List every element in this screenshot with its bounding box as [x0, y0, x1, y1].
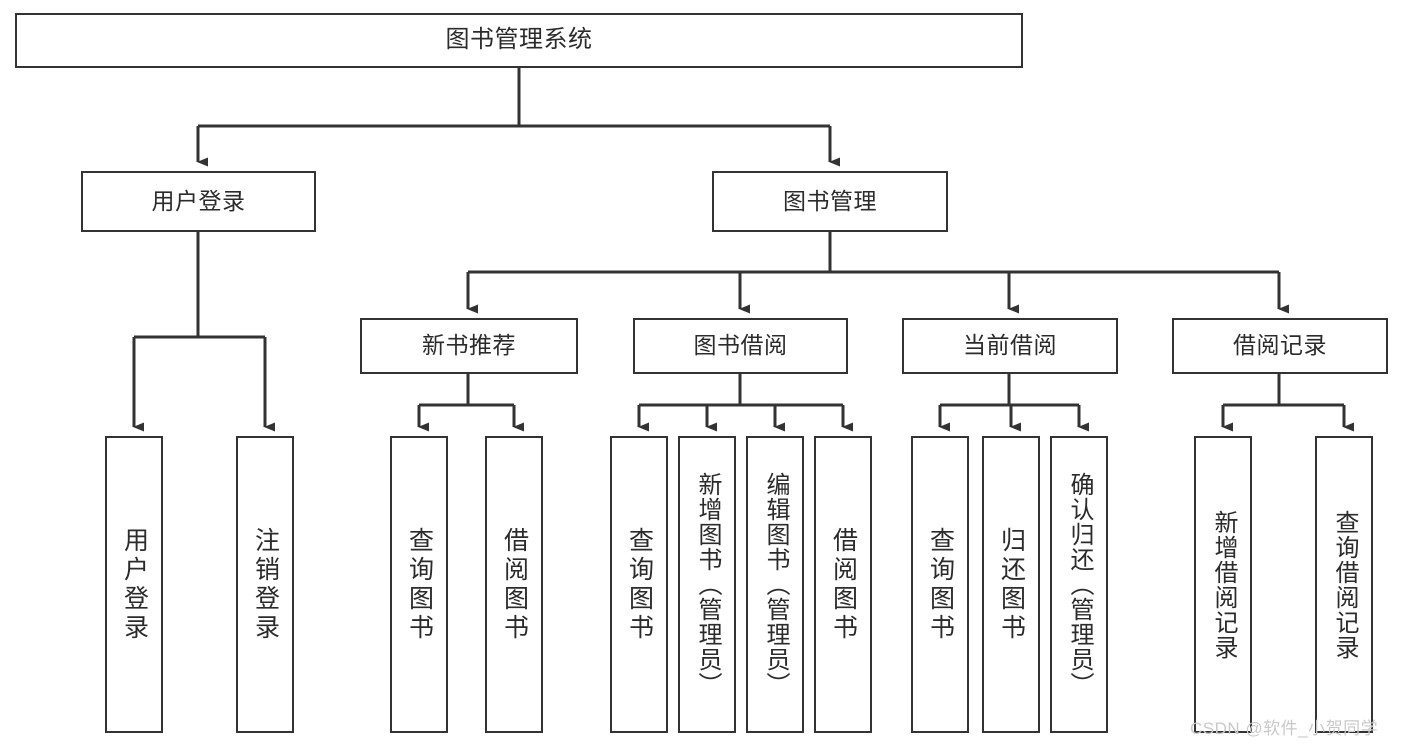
node-leaf-query-book-borrow[interactable]: 查询图书	[610, 436, 668, 733]
node-leaf-borrow-book[interactable]: 借阅图书	[814, 436, 872, 733]
node-leaf-logout[interactable]: 注销登录	[236, 436, 294, 733]
node-root[interactable]: 图书管理系统	[15, 13, 1023, 68]
node-leaf-confirm-return-label: 确认归还（管理员）	[1066, 472, 1093, 697]
node-user-login-label: 用户登录	[151, 187, 246, 214]
node-leaf-add-book-label: 新增图书（管理员）	[694, 472, 721, 697]
node-leaf-edit-book[interactable]: 编辑图书（管理员）	[746, 436, 804, 733]
node-user-login[interactable]: 用户登录	[81, 171, 316, 232]
node-book-manage[interactable]: 图书管理	[712, 171, 948, 232]
node-root-label: 图书管理系统	[445, 26, 593, 54]
node-book-borrow-label: 图书借阅	[693, 332, 788, 359]
node-leaf-query-borrow-record-label: 查询借阅记录	[1331, 509, 1358, 660]
node-book-borrow[interactable]: 图书借阅	[633, 318, 848, 374]
node-leaf-borrow-book-recommend[interactable]: 借阅图书	[485, 436, 543, 733]
node-leaf-query-book-recommend-label: 查询图书	[405, 526, 434, 643]
node-leaf-borrow-book-label: 借阅图书	[829, 526, 858, 643]
node-leaf-query-book-current-label: 查询图书	[926, 526, 955, 643]
node-leaf-add-book[interactable]: 新增图书（管理员）	[678, 436, 736, 733]
node-leaf-borrow-book-recommend-label: 借阅图书	[500, 526, 529, 643]
node-leaf-logout-label: 注销登录	[251, 526, 280, 643]
node-leaf-query-book-recommend[interactable]: 查询图书	[390, 436, 448, 733]
node-leaf-add-borrow-record[interactable]: 新增借阅记录	[1194, 436, 1252, 733]
node-current-borrow[interactable]: 当前借阅	[902, 318, 1118, 374]
node-borrow-record-label: 借阅记录	[1233, 332, 1327, 359]
node-leaf-confirm-return[interactable]: 确认归还（管理员）	[1050, 436, 1108, 733]
node-leaf-return-book[interactable]: 归还图书	[982, 436, 1040, 733]
node-leaf-query-borrow-record[interactable]: 查询借阅记录	[1315, 436, 1373, 733]
node-leaf-add-borrow-record-label: 新增借阅记录	[1210, 509, 1237, 660]
node-book-manage-label: 图书管理	[783, 187, 877, 214]
node-current-borrow-label: 当前借阅	[963, 332, 1057, 359]
node-leaf-edit-book-label: 编辑图书（管理员）	[762, 472, 789, 697]
node-leaf-query-book-borrow-label: 查询图书	[625, 526, 654, 643]
node-leaf-return-book-label: 归还图书	[997, 526, 1026, 643]
node-new-book-recommend[interactable]: 新书推荐	[360, 318, 578, 374]
node-new-book-recommend-label: 新书推荐	[422, 332, 516, 359]
node-leaf-user-login-label: 用户登录	[120, 526, 149, 643]
node-leaf-query-book-current[interactable]: 查询图书	[911, 436, 969, 733]
node-borrow-record[interactable]: 借阅记录	[1172, 318, 1388, 374]
node-leaf-user-login[interactable]: 用户登录	[105, 436, 163, 733]
